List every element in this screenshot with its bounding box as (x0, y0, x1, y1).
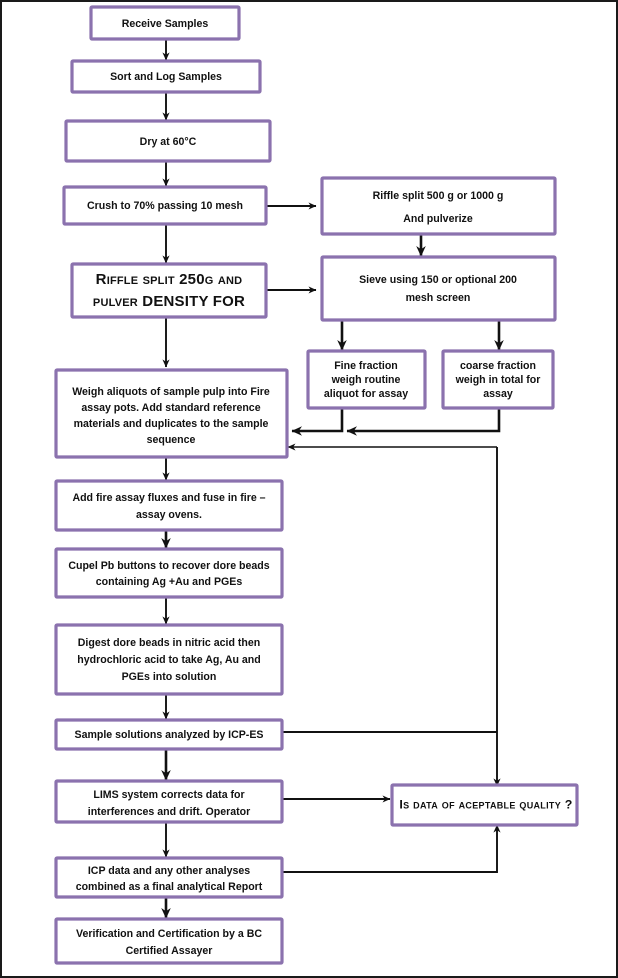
node-riffle-split-500-line2: And pulverize (403, 213, 473, 225)
node-add-fluxes-line1: Add fire assay fluxes and fuse in fire – (72, 492, 265, 504)
node-icp-es-rect (54, 718, 284, 751)
node-fine-fraction[interactable]: Fine fraction weigh routine aliquot for … (306, 349, 427, 410)
node-crush[interactable]: Crush to 70% passing 10 mesh (62, 185, 268, 226)
node-sort-log-samples-label: Sort and Log Samples (110, 71, 222, 83)
node-cupel[interactable]: Cupel Pb buttons to recover dore beads c… (54, 547, 284, 599)
node-lims-line2: interferences and drift. Operator (88, 806, 250, 818)
node-lims[interactable]: LIMS system corrects data for interferen… (54, 779, 284, 824)
node-riffle-split-250[interactable]: Riffle split 250g and pulver DENSITY FOR (70, 262, 268, 319)
node-final-report[interactable]: ICP data and any other analyses combined… (54, 856, 284, 899)
node-receive-samples-label: Receive Samples (122, 18, 209, 30)
node-coarse-fraction-line2: weigh in total for (455, 374, 541, 386)
node-digest-rect (54, 623, 284, 696)
edge-coarse-to-weigh (346, 408, 501, 436)
node-crush-label: Crush to 70% passing 10 mesh (87, 200, 243, 212)
node-receive-samples[interactable]: Receive Samples (89, 5, 241, 41)
node-receive-samples-rect (89, 5, 241, 41)
node-fine-fraction-line3: aliquot for assay (324, 388, 408, 400)
node-final-report-rect (54, 856, 284, 899)
node-cupel-line1: Cupel Pb buttons to recover dore beads (68, 560, 269, 572)
node-quality-decision-rect (390, 783, 579, 827)
node-add-fluxes-line2: assay ovens. (136, 509, 202, 521)
node-riffle-split-500-line1: Riffle split 500 g or 1000 g (373, 190, 504, 202)
node-riffle-split-500-rect (320, 176, 557, 236)
node-fine-fraction-line1: Fine fraction (334, 360, 398, 372)
node-weigh-aliquots-line4: sequence (147, 434, 196, 446)
node-weigh-aliquots-rect (54, 368, 289, 459)
node-dry-at-60c[interactable]: Dry at 60°C (64, 119, 272, 163)
node-fine-fraction-rect (306, 349, 427, 410)
node-fine-fraction-line2: weigh routine (331, 374, 401, 386)
node-crush-rect (62, 185, 268, 226)
node-dry-at-60c-label: Dry at 60°C (140, 136, 197, 148)
node-coarse-fraction-rect (441, 349, 555, 410)
node-weigh-aliquots-line3: materials and duplicates to the sample (74, 418, 269, 430)
node-icp-es[interactable]: Sample solutions analyzed by ICP-ES (54, 718, 284, 751)
node-quality-decision-label: Is data of aceptable quality ? (399, 797, 572, 811)
node-coarse-fraction-line3: assay (483, 388, 513, 400)
node-riffle-split-250-line1: Riffle split 250g and (96, 271, 243, 288)
node-verification[interactable]: Verification and Certification by a BC C… (54, 917, 284, 965)
node-add-fluxes-rect (54, 479, 284, 532)
node-digest-line1: Digest dore beads in nitric acid then (78, 637, 260, 649)
node-final-report-line1: ICP data and any other analyses (88, 865, 250, 877)
connectors (161, 39, 504, 919)
node-digest-line3: PGEs into solution (122, 671, 217, 683)
node-dry-at-60c-rect (64, 119, 272, 163)
node-cupel-rect (54, 547, 284, 599)
node-weigh-aliquots-line2: assay pots. Add standard reference (81, 402, 260, 414)
node-riffle-split-250-line2: pulver DENSITY FOR (93, 293, 245, 310)
edge-report-to-decision (282, 824, 501, 873)
node-coarse-fraction[interactable]: coarse fraction weigh in total for assay (441, 349, 555, 410)
node-sort-log-samples[interactable]: Sort and Log Samples (70, 59, 262, 94)
node-sieve[interactable]: Sieve using 150 or optional 200 mesh scr… (320, 255, 557, 322)
node-coarse-fraction-line1: coarse fraction (460, 360, 536, 372)
node-sieve-line2: mesh screen (406, 292, 471, 304)
node-weigh-aliquots[interactable]: Weigh aliquots of sample pulp into Fire … (54, 368, 289, 459)
node-digest[interactable]: Digest dore beads in nitric acid then hy… (54, 623, 284, 696)
node-weigh-aliquots-line1: Weigh aliquots of sample pulp into Fire (72, 386, 270, 398)
node-sort-log-samples-rect (70, 59, 262, 94)
node-sieve-rect (320, 255, 557, 322)
node-icp-es-label: Sample solutions analyzed by ICP-ES (75, 729, 264, 741)
edge-fine-to-weigh (291, 408, 344, 436)
node-verification-line2: Certified Assayer (126, 945, 213, 957)
node-lims-rect (54, 779, 284, 824)
node-digest-line2: hydrochloric acid to take Ag, Au and (77, 654, 260, 666)
node-riffle-split-250-rect (70, 262, 268, 319)
node-verification-line1: Verification and Certification by a BC (76, 928, 262, 940)
node-cupel-line2: containing Ag +Au and PGEs (96, 576, 243, 588)
node-final-report-line2: combined as a final analytical Report (76, 881, 263, 893)
node-sieve-line1: Sieve using 150 or optional 200 (359, 274, 517, 286)
node-riffle-split-500[interactable]: Riffle split 500 g or 1000 g And pulveri… (320, 176, 557, 236)
node-add-fluxes[interactable]: Add fire assay fluxes and fuse in fire –… (54, 479, 284, 532)
node-quality-decision[interactable]: Is data of aceptable quality ? (390, 783, 579, 827)
node-lims-line1: LIMS system corrects data for (93, 789, 244, 801)
node-verification-rect (54, 917, 284, 965)
